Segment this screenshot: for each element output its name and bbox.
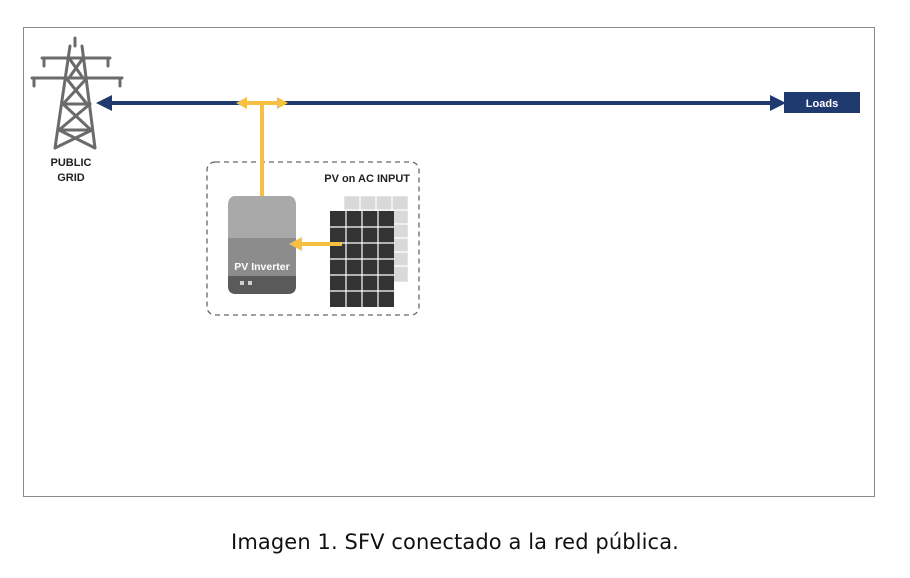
pv-group-label: PV on AC INPUT	[324, 173, 410, 185]
grid-label-line1: PUBLIC	[51, 157, 92, 169]
loads-label: Loads	[806, 98, 838, 110]
pv-inverter-icon	[228, 196, 296, 294]
bus-arrow-left-icon	[96, 95, 112, 111]
figure-caption: Imagen 1. SFV conectado a la red pública…	[231, 530, 679, 554]
junction-arrow-left-icon	[236, 97, 247, 109]
figure-frame	[23, 27, 875, 497]
junction-arrow-right-icon	[277, 97, 288, 109]
pv-group-box	[206, 161, 420, 316]
bus-arrow-right-icon	[770, 95, 786, 111]
solar-panel-icon	[330, 195, 409, 307]
loads-box	[784, 92, 860, 113]
inverter-label: PV Inverter	[234, 261, 289, 273]
panel-to-inverter-arrow-icon	[289, 237, 302, 251]
grid-label-line2: GRID	[57, 172, 85, 184]
transmission-tower-icon	[30, 36, 124, 150]
